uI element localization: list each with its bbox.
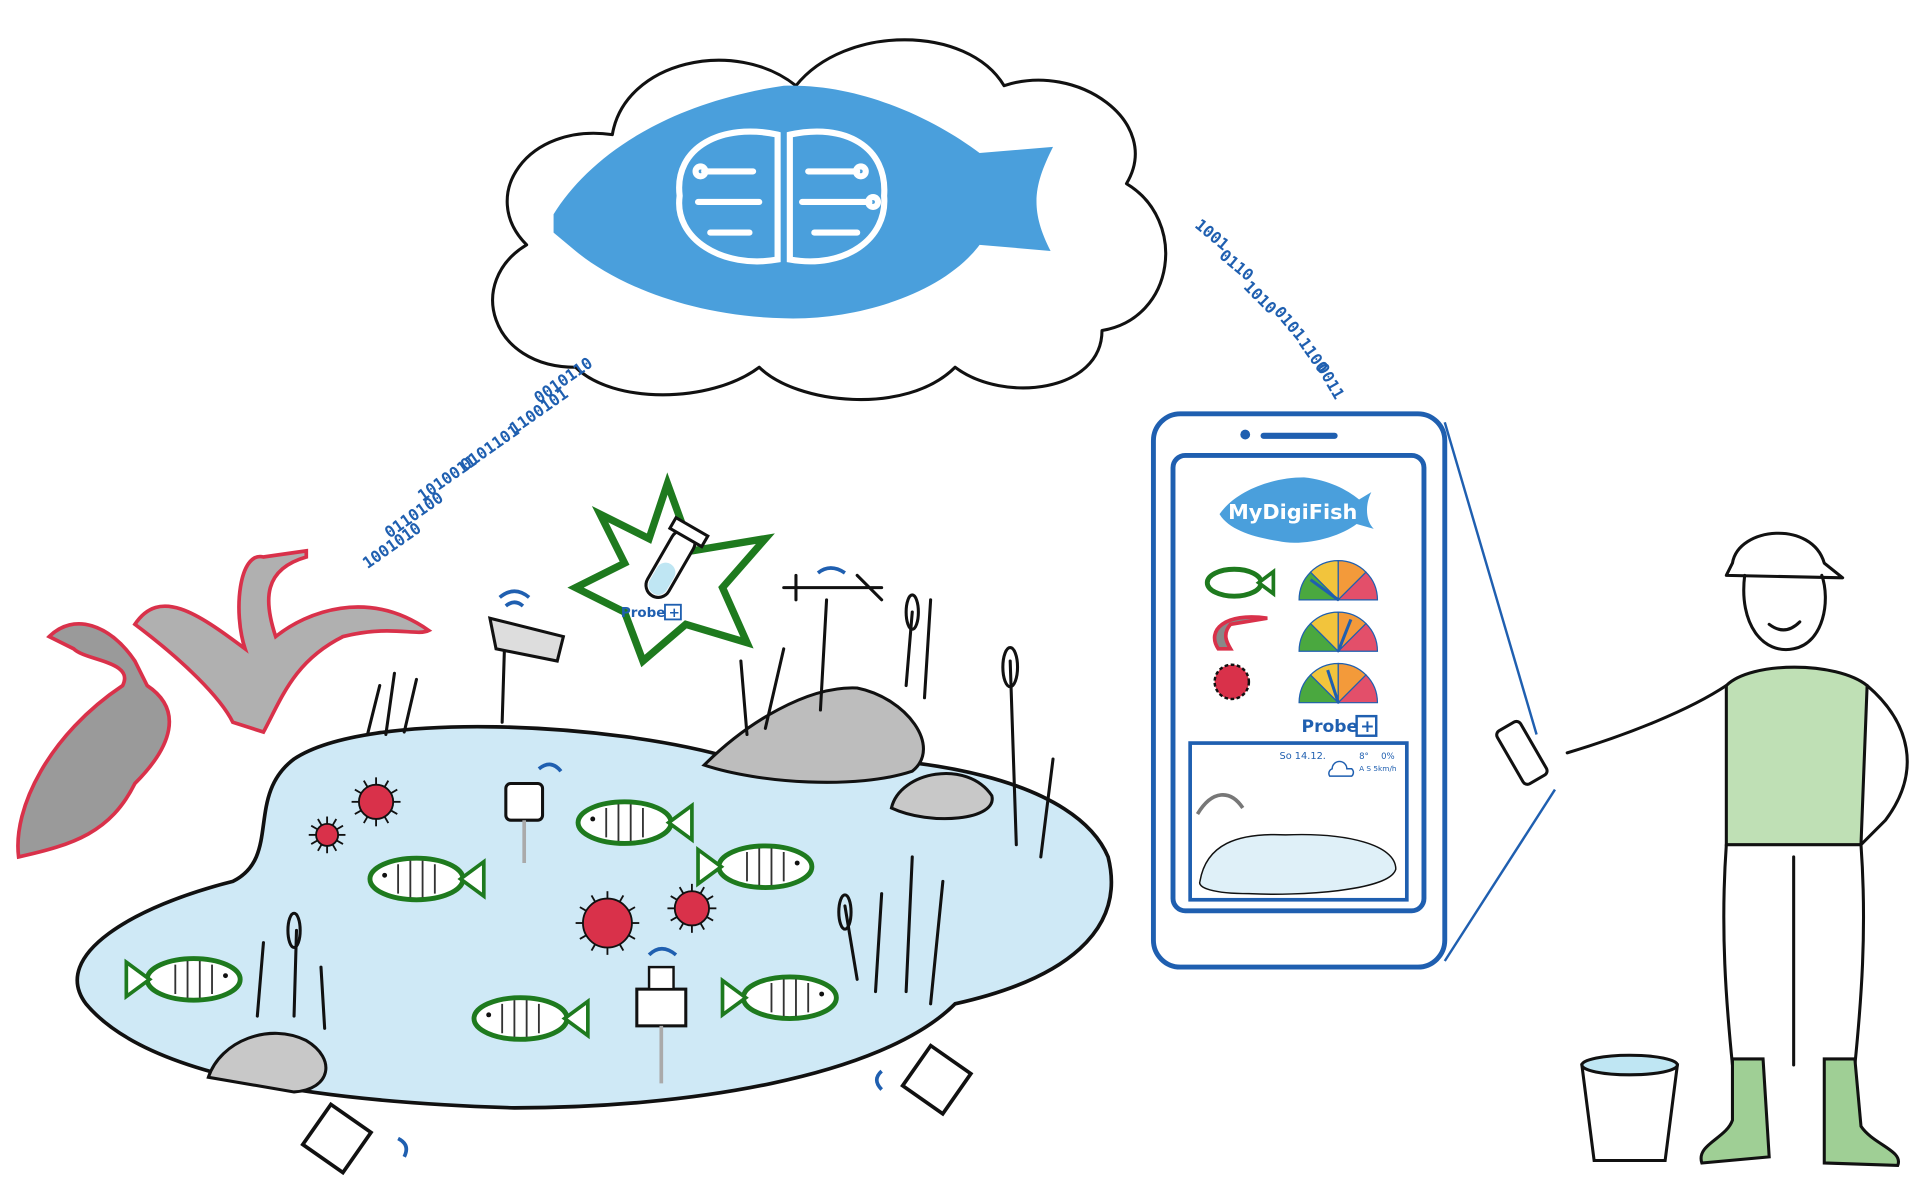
camera-sensor: [487, 589, 566, 724]
water-probe-sensor: [635, 946, 688, 1084]
wifi-icon: [498, 589, 531, 608]
fish-farmer: [1495, 531, 1909, 1167]
handheld-phone-icon: [1495, 719, 1549, 786]
probe-sample-star[interactable]: Probe +: [567, 472, 775, 668]
phone-probe-label: Probe: [1302, 717, 1359, 737]
threat-gauges: [1298, 560, 1379, 705]
rock: [889, 772, 994, 821]
gauge-fish-health: [1298, 560, 1379, 602]
probe-label: Probe: [621, 606, 665, 621]
cloud-ai: [491, 38, 1168, 401]
cattail: [286, 911, 302, 950]
virus-icon: [351, 777, 401, 827]
fish-icon: [696, 843, 815, 890]
pond-thumbnail: [1199, 833, 1397, 895]
bucket-icon: [1580, 1053, 1680, 1163]
app-name: MyDigiFish: [1228, 500, 1357, 524]
solar-panel-icon: [900, 1043, 974, 1117]
gauge-segment: [1336, 571, 1379, 601]
rubber-boot: [1822, 1057, 1900, 1167]
cormorant-icon: [132, 548, 433, 735]
binary-text: 0011: [1313, 360, 1349, 403]
fish-icon: [124, 956, 243, 1003]
rubber-boot: [1699, 1057, 1771, 1165]
solar-panel-icon: [300, 1101, 374, 1176]
weather-pond-panel[interactable]: So 14.12. 8° 0% A S 5km/h: [1188, 741, 1409, 902]
fish-icon: [367, 855, 486, 903]
virus-icon: [308, 816, 346, 854]
wifi-icon: [816, 566, 846, 575]
gauge-virus: [1298, 662, 1379, 705]
weather-date: So 14.12.: [1280, 751, 1326, 762]
virus-icon: [575, 891, 640, 955]
cattail: [1001, 646, 1020, 689]
camera-icon: [487, 616, 566, 663]
rock: [701, 686, 925, 784]
bird-thumbnail: [1195, 793, 1245, 816]
wifi-icon: [397, 1136, 409, 1158]
add-probe-button[interactable]: [1355, 714, 1378, 737]
threat-cormorant-icon: [1212, 615, 1268, 651]
smartphone: MyDigiFish Probe + So 14.12. 8° 0% A S 5…: [1150, 411, 1556, 970]
threat-fish-icon: [1204, 566, 1276, 599]
gauge-segment: [1336, 622, 1379, 652]
cormorant-icon: [16, 622, 172, 860]
cattail: [837, 893, 853, 931]
partly-cloudy-icon: [1328, 760, 1355, 777]
virus-group: [308, 777, 717, 955]
fish-group: [124, 799, 839, 1042]
probe-sensor-icon: [635, 987, 688, 1028]
fish-icon: [720, 974, 839, 1021]
data-stream-left: 1001010 0110100 1010011 0101101 1100101 …: [359, 353, 596, 572]
reeds: [255, 598, 1055, 1030]
weather-wind: A S 5km/h: [1359, 764, 1397, 773]
gauge-needle: [1326, 669, 1340, 704]
plus-icon: +: [669, 606, 680, 621]
solar-panel: [300, 1043, 974, 1176]
rock: [206, 1031, 328, 1094]
gauge-needle: [1336, 618, 1353, 652]
wifi-icon: [874, 1069, 884, 1091]
anemometer-icon: [782, 573, 884, 602]
cormorant-birds: [16, 548, 433, 860]
gauge-needle: [1309, 578, 1340, 602]
fish-icon: [575, 799, 694, 846]
weather-station: [782, 566, 884, 712]
wifi-icon: [647, 946, 678, 957]
buoy-sensor: [504, 762, 563, 864]
threat-virus-icon: [1213, 663, 1251, 701]
vest: [1724, 665, 1869, 847]
data-stream-right: 1001 0110 1010 0101 1100 0011: [1191, 215, 1348, 402]
gauge-cormorant: [1298, 611, 1379, 653]
weather-temperature: 8°: [1359, 752, 1369, 762]
buoy-icon: [504, 781, 545, 822]
fish-icon: [471, 995, 590, 1042]
test-tube-icon: [644, 515, 710, 599]
cattail: [904, 593, 920, 631]
virus-icon: [667, 883, 717, 933]
gauge-segment: [1336, 674, 1379, 704]
add-probe-button[interactable]: [664, 603, 682, 621]
app-logo: MyDigiFish: [1219, 477, 1374, 543]
brain-circuit-icon: [676, 128, 888, 265]
weather-rain: 0%: [1381, 752, 1395, 762]
phone-probe-button[interactable]: Probe +: [1302, 714, 1378, 737]
wifi-icon: [537, 762, 563, 773]
plus-icon: +: [1360, 717, 1374, 737]
